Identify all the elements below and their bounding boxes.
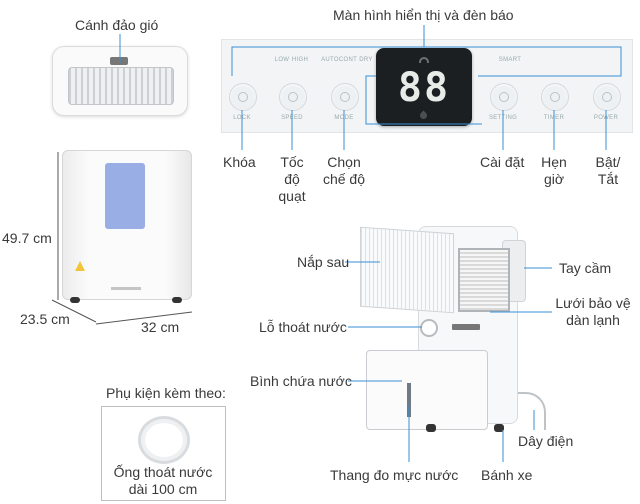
panel-mini-label-smart: SMART [498,57,522,63]
lock-button[interactable] [229,83,257,111]
water-tank [366,350,488,430]
logo-plate [452,324,480,330]
digital-display: 88 [376,48,472,126]
label-depth: 23.5 cm [20,311,70,327]
water-level-window [407,383,411,417]
panel-mini-label-dry: DRY [359,57,373,63]
front-info-panel [105,163,145,229]
panel-mini-label-cont: CONT [338,57,358,63]
label-wing: Cánh đảo gió [75,17,159,33]
speed-button[interactable] [279,83,307,111]
label-wheels: Bánh xe [481,467,533,483]
display-digits: 88 [397,65,451,111]
flap-center-tab [110,57,128,65]
brand-logo [111,287,141,290]
label-lock: Khóa [223,154,256,170]
lock-icon [238,92,248,102]
warning-sticker [75,261,85,271]
timer-icon [550,92,560,102]
power-icon [602,92,612,102]
label-width: 32 cm [141,319,180,335]
wheel-right [494,424,504,432]
label-power-cord: Dây điện [518,433,574,449]
label-accessories: Phụ kiện kèm theo: [106,385,226,401]
wifi-icon [419,57,429,63]
setting-button[interactable] [490,83,518,111]
power-button[interactable] [593,83,621,111]
hose-coil [138,416,190,464]
label-drain-hole: Lỗ thoát nước [259,319,347,335]
drain-hole [420,319,438,337]
label-setting: Cài đặt [480,154,525,170]
panel-mini-label-auto: AUTO [321,57,339,63]
cooling-grille [458,248,510,312]
mode-icon [340,92,350,102]
panel-mini-label-high: HIGH [291,57,309,63]
label-back-cover: Nắp sau [297,254,350,270]
panel-mini-label-low: LOW [274,57,290,63]
front-view-unit [62,150,192,300]
label-power: Bật/Tắt [595,154,621,187]
label-tank: Bình chứa nước [250,373,352,389]
fan-icon [288,92,298,102]
label-handle: Tay cầm [559,260,612,276]
label-height: 49.7 cm [2,230,52,246]
mode-button[interactable] [331,83,359,111]
front-wheel-right [172,297,182,303]
air-flap [68,67,174,105]
wheel-left [426,424,436,432]
label-display: Màn hình hiển thị và đèn báo [333,7,514,23]
label-water-gauge: Thang đo mực nước [330,467,459,483]
timer-button[interactable] [541,83,569,111]
setting-icon [499,92,509,102]
front-wheel-left [70,297,80,303]
power-cord [518,392,546,430]
